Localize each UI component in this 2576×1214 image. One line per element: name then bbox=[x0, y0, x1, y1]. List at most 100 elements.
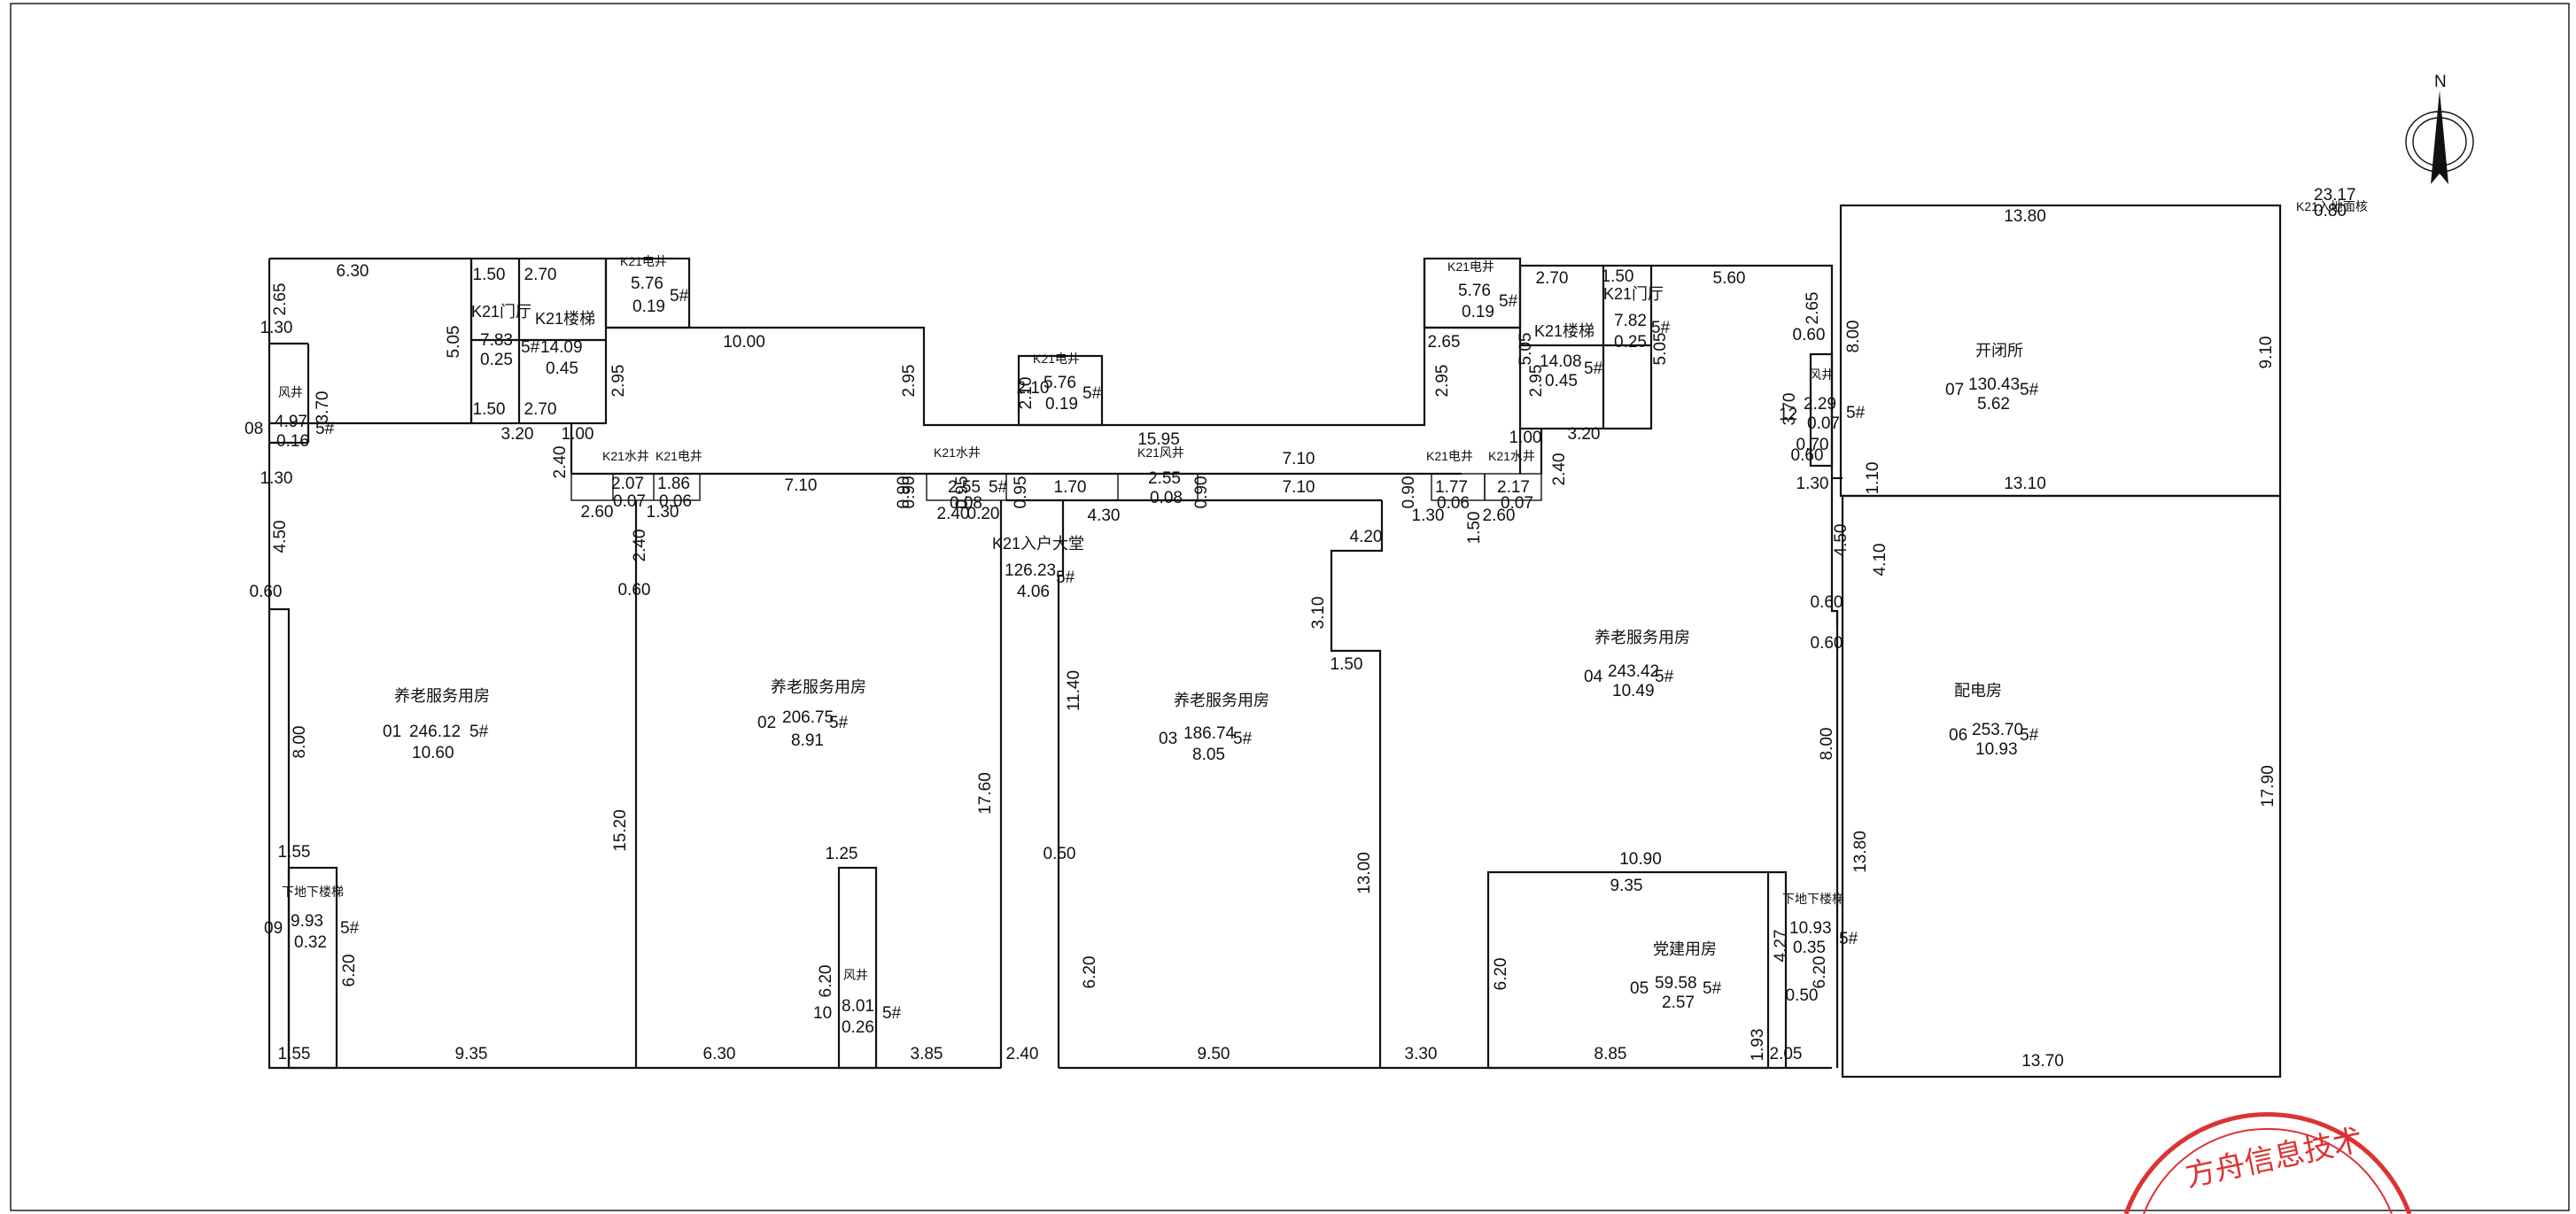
dimension-label: 0.60 bbox=[1793, 326, 1826, 344]
dimension-label: 2.70 bbox=[1536, 269, 1569, 288]
shared-5-floor: 5# bbox=[1584, 360, 1603, 378]
dimension-label: 0.90 bbox=[1192, 476, 1211, 509]
unit-07-area: 130.43 bbox=[1968, 375, 2020, 394]
shared-3-floor: 5# bbox=[1082, 384, 1102, 403]
shared-8-floor: 5# bbox=[989, 478, 1008, 497]
unit-07-no: 07 bbox=[1945, 381, 1964, 399]
dimension-label: 6.20 bbox=[1492, 958, 1510, 991]
dimension-label: 1.55 bbox=[278, 1045, 311, 1063]
shared-5-name: K21楼梯 bbox=[1534, 322, 1594, 340]
unit-11-name: 下地下楼梯 bbox=[1782, 892, 1844, 906]
dimension-label: 2.60 bbox=[581, 503, 614, 522]
unit-09-floor: 5# bbox=[340, 919, 360, 938]
shared-0-area: 7.83 bbox=[480, 331, 513, 350]
unit-04-no: 04 bbox=[1584, 668, 1603, 686]
dimension-label: 4.50 bbox=[271, 521, 290, 553]
dimension-label: 2.95 bbox=[1527, 365, 1546, 398]
unit-06-name: 配电房 bbox=[1954, 682, 2002, 700]
shared-8-area: 2.55 bbox=[948, 478, 981, 497]
shared-13-name: K21电井 bbox=[656, 449, 702, 463]
shared-9-name: K21风井 bbox=[1137, 445, 1184, 460]
dimension-label: 6.30 bbox=[703, 1045, 736, 1063]
dimension-label: 0.70 bbox=[1796, 436, 1829, 454]
shared-9-share: 0.08 bbox=[1150, 489, 1183, 507]
shared-10-area: 1.77 bbox=[1435, 478, 1468, 497]
unit-09-area: 9.93 bbox=[291, 912, 323, 931]
shared-8-name: K21水井 bbox=[934, 445, 981, 460]
dimension-label: 0.95 bbox=[1012, 476, 1030, 509]
dimension-label: 15.20 bbox=[611, 809, 630, 852]
shared-2-area: 5.76 bbox=[631, 275, 663, 293]
unit-10-name: 风井 bbox=[843, 968, 868, 982]
dimension-label: 13.80 bbox=[2004, 207, 2046, 226]
dimension-label: 1.30 bbox=[260, 319, 293, 337]
shared-11-share: 0.07 bbox=[1501, 494, 1533, 513]
dimension-label: 4.30 bbox=[1088, 506, 1121, 525]
dimension-label: 2.10 bbox=[1017, 377, 1036, 410]
dimension-label: 2.40 bbox=[551, 446, 570, 479]
shared-12-share: 0.07 bbox=[613, 492, 646, 511]
dimension-label: 8.85 bbox=[1594, 1045, 1627, 1063]
dimension-label: 3.85 bbox=[911, 1045, 943, 1063]
shared-2-name: K21电井 bbox=[620, 254, 667, 268]
dimension-label: 0.90 bbox=[895, 476, 913, 509]
shared-4-floor: 5# bbox=[1499, 292, 1518, 311]
unit-08-name: 风井 bbox=[278, 385, 303, 399]
unit-08-area: 4.97 bbox=[275, 413, 307, 431]
dimension-label: 0.60 bbox=[1811, 634, 1843, 653]
dimension-label: 3.20 bbox=[1568, 425, 1601, 444]
shared-0-name: K21门厅 bbox=[471, 303, 531, 321]
unit-12-floor: 5# bbox=[1846, 404, 1866, 422]
unit-12-area: 2.29 bbox=[1804, 395, 1836, 414]
unit-12-no: 12 bbox=[1779, 406, 1797, 424]
dimension-label: 3.70 bbox=[1781, 393, 1799, 426]
dimension-label: 2.65 bbox=[1804, 292, 1822, 325]
unit-08-no: 08 bbox=[244, 420, 263, 438]
dimension-label: 13.70 bbox=[2021, 1052, 2064, 1071]
shared-0-share: 0.25 bbox=[480, 351, 513, 369]
unit-05-floor: 5# bbox=[1703, 979, 1722, 998]
seal-text: 方舟信息技术 bbox=[2183, 1122, 2367, 1195]
unit-05-area: 59.58 bbox=[1655, 974, 1697, 993]
dimension-label: 1.70 bbox=[1054, 478, 1087, 497]
unit-02-name: 养老服务用房 bbox=[771, 678, 866, 696]
dimension-label: 1.50 bbox=[1465, 512, 1484, 545]
dimension-label: 1.50 bbox=[473, 266, 506, 284]
dimension-label: 10.00 bbox=[723, 333, 765, 352]
shared-3-area: 5.76 bbox=[1044, 374, 1076, 392]
shared-6-area: 7.82 bbox=[1614, 312, 1647, 330]
left-wing bbox=[268, 257, 1832, 1070]
unit-04-area: 243.42 bbox=[1608, 662, 1659, 681]
unit-06-no: 06 bbox=[1949, 726, 1967, 745]
dimension-label: 2.70 bbox=[524, 400, 557, 419]
shared-room-labels: K21门厅 7.83 0.25 K21楼梯 14.09 0.45 5# K21电… bbox=[471, 186, 2368, 601]
right-wing bbox=[1423, 204, 2282, 1079]
dimension-label: 0.90 bbox=[900, 476, 919, 509]
dimension-label: 1.93 bbox=[1749, 1029, 1767, 1062]
dimension-label: 5.60 bbox=[1713, 269, 1746, 288]
dimension-label: 2.65 bbox=[271, 283, 290, 316]
dimension-label: 13.00 bbox=[1355, 852, 1374, 894]
dimension-label: 1.00 bbox=[562, 425, 594, 444]
dimension-label: 1.00 bbox=[1509, 429, 1542, 447]
dimension-label: 13.10 bbox=[2004, 475, 2046, 493]
dimension-label: 1.10 bbox=[1864, 462, 1882, 495]
shared-7-share: 4.06 bbox=[1017, 583, 1050, 601]
shared-14-name: K21入地面核 bbox=[2296, 199, 2368, 213]
unit-01-floor: 5# bbox=[469, 723, 489, 741]
dimension-label: 7.10 bbox=[1283, 450, 1315, 468]
shared-2-share: 0.19 bbox=[632, 298, 665, 316]
page-frame bbox=[10, 3, 2570, 1211]
unit-04-floor: 5# bbox=[1655, 668, 1674, 686]
dimension-label: 0.60 bbox=[1811, 593, 1843, 612]
dimension-label: 4.27 bbox=[1772, 930, 1790, 963]
unit-03-floor: 5# bbox=[1233, 730, 1253, 748]
dimension-label: 1.50 bbox=[473, 400, 506, 419]
unit-08-floor: 5# bbox=[315, 420, 335, 438]
dimension-label: 3.10 bbox=[1309, 597, 1328, 630]
unit-01-name: 养老服务用房 bbox=[394, 687, 490, 705]
unit-09-name: 下地下楼梯 bbox=[282, 885, 344, 899]
shared-10-name: K21电井 bbox=[1426, 449, 1473, 463]
shared-5-area: 14.08 bbox=[1540, 352, 1582, 371]
dimension-label: 2.95 bbox=[609, 365, 628, 398]
